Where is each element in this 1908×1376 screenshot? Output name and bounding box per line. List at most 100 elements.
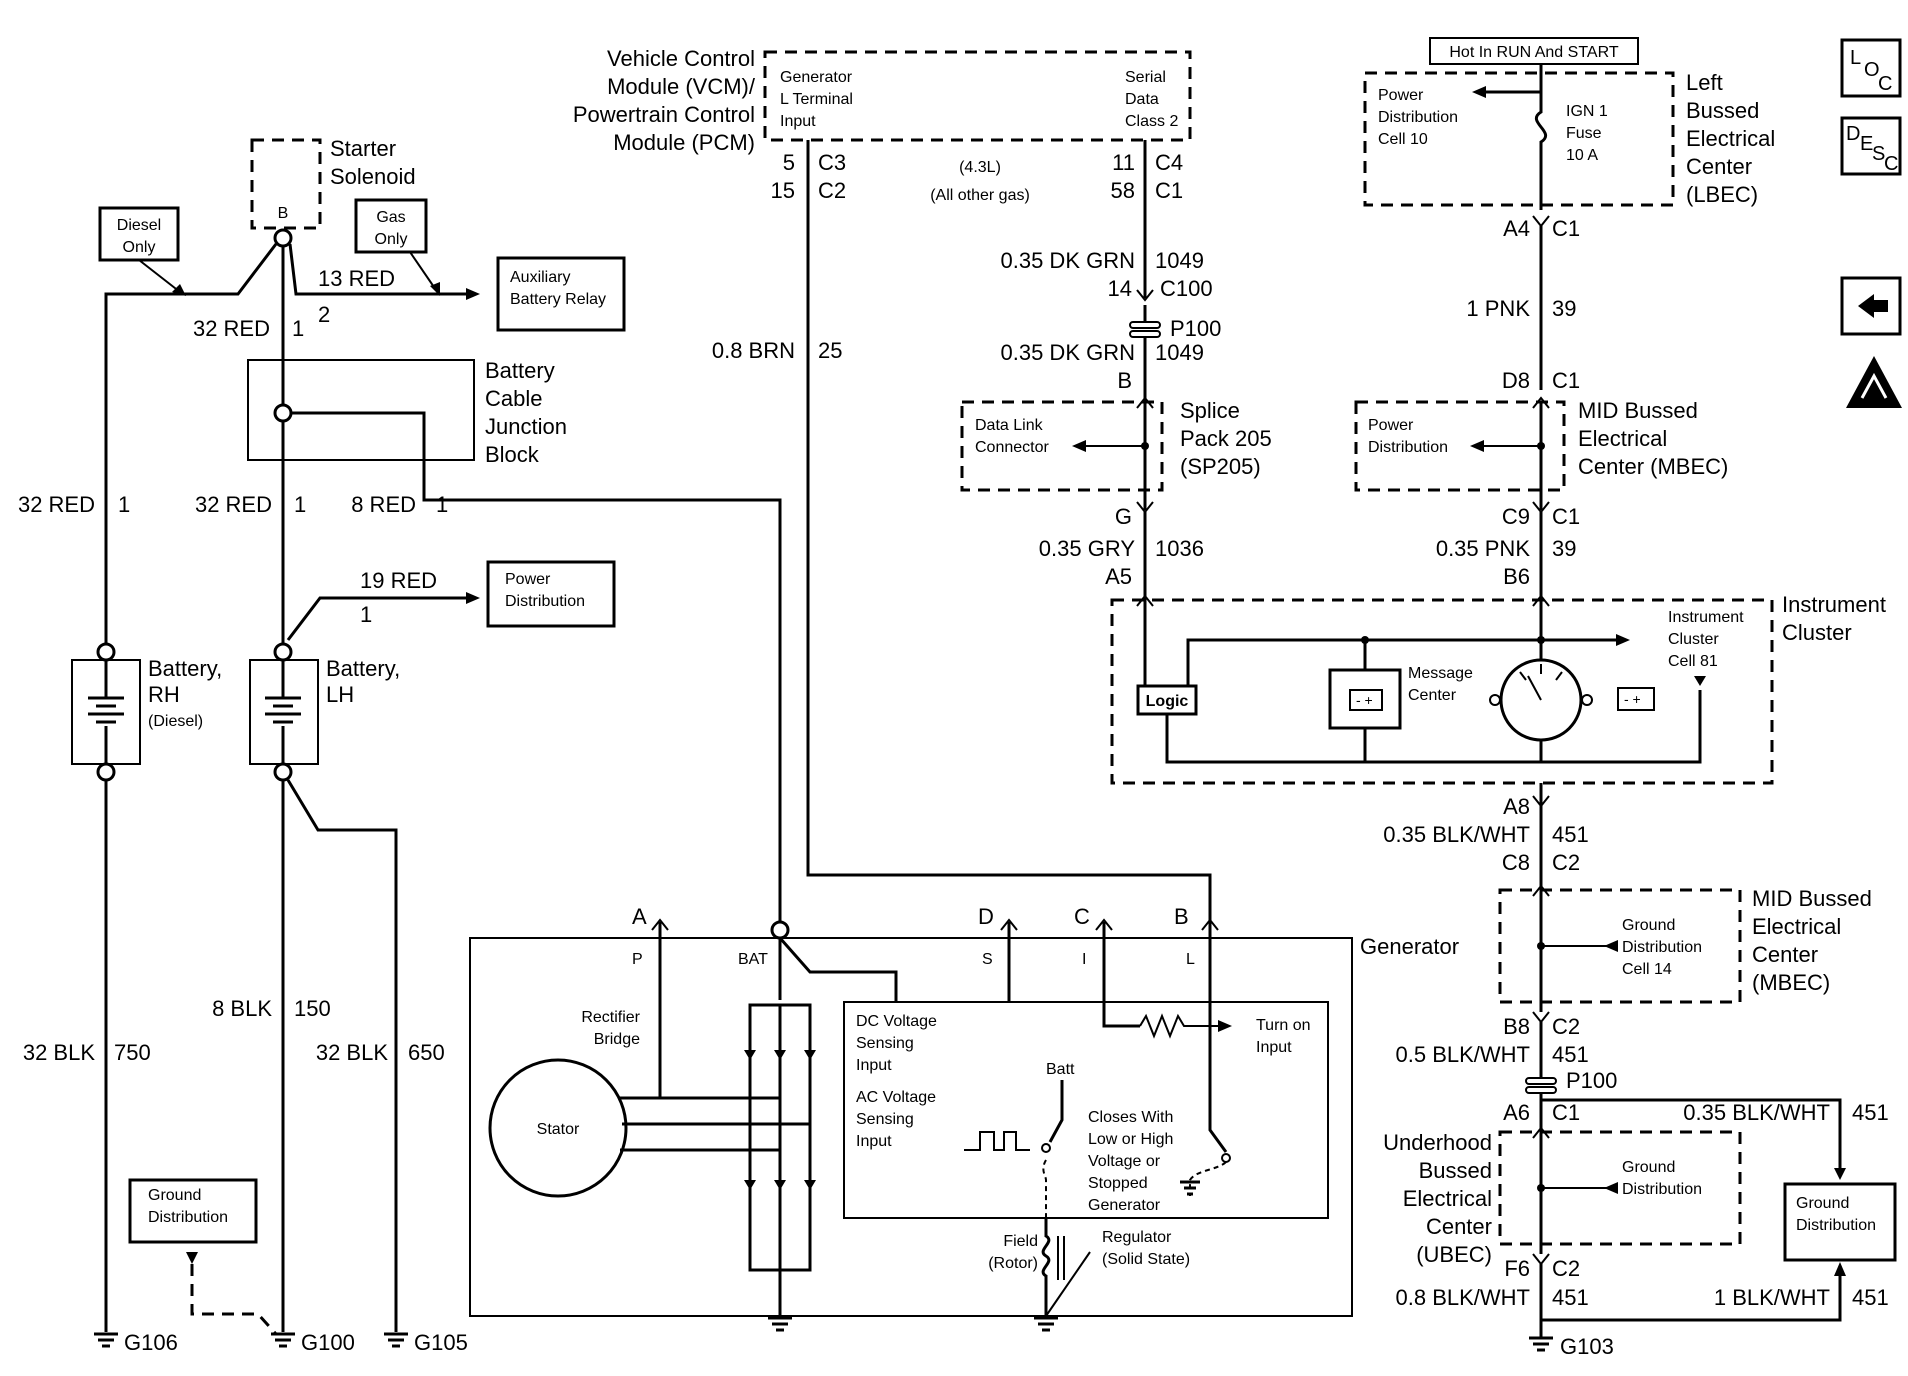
- mbec-bottom-title-3: Center: [1752, 942, 1818, 967]
- svg-text:BAT: BAT: [738, 951, 768, 968]
- generator-title: Generator: [1360, 934, 1459, 959]
- mbec-top-cell-1: Power: [1368, 417, 1414, 434]
- pcm-serial-3: Class 2: [1125, 113, 1178, 130]
- wire-aux-13red: [288, 243, 470, 296]
- power-dist-1: Power: [505, 571, 551, 588]
- jb-32red-color: 32 RED: [195, 492, 272, 517]
- batt-label: Batt: [1046, 1061, 1075, 1078]
- gas-only-box: [354, 198, 428, 254]
- svg-text:C: C: [1884, 153, 1898, 175]
- ground-g105: G105: [384, 1330, 468, 1355]
- lbec-title-3: Electrical: [1686, 126, 1775, 151]
- wire-blkwht-color-4: 0.8 BLK/WHT: [1396, 1285, 1530, 1310]
- cluster-cell-2: Cluster: [1668, 631, 1719, 648]
- gen-conn-b: B: [1174, 904, 1189, 929]
- pcm-note-other: (All other gas): [930, 187, 1030, 204]
- ground-dist-left-2: Distribution: [148, 1209, 228, 1226]
- pcm-pin-15: 15: [771, 178, 795, 203]
- svg-text:G103: G103: [1560, 1334, 1614, 1359]
- aux-relay-2: Battery Relay: [510, 291, 606, 308]
- ac-sense-1: AC Voltage: [856, 1089, 936, 1106]
- battery-lh-1: Battery,: [326, 656, 400, 681]
- power-distribution-box: [486, 560, 616, 628]
- jb-8red-color: 8 RED: [351, 492, 416, 517]
- field-2: (Rotor): [988, 1255, 1038, 1272]
- wire-blkwht-circuit-5: 451: [1852, 1285, 1889, 1310]
- d8-pin: D8: [1502, 368, 1530, 393]
- blk-750-circuit: 750: [114, 1040, 151, 1065]
- desc-icon[interactable]: D E S C: [1840, 116, 1902, 176]
- dc-sense-1: DC Voltage: [856, 1013, 937, 1030]
- closes-5: Generator: [1088, 1197, 1161, 1214]
- mbec-top: Power Distribution MID Bussed Electrical…: [1354, 396, 1728, 510]
- battery-rh: Battery, RH (Diesel): [71, 642, 222, 782]
- cluster-cell-arrow: [1694, 676, 1706, 686]
- a6-conn: C1: [1552, 1100, 1580, 1125]
- wire-brn-color: 0.8 BRN: [712, 338, 795, 363]
- pcm-conn-c4: C4: [1155, 150, 1183, 175]
- blk-650-circuit: 650: [408, 1040, 445, 1065]
- mbec-bottom-title-2: Electrical: [1752, 914, 1841, 939]
- f6-conn: C2: [1552, 1256, 1580, 1281]
- battery-rh-note: (Diesel): [148, 713, 203, 730]
- svg-text:I: I: [1082, 951, 1086, 968]
- closes-2: Low or High: [1088, 1131, 1173, 1148]
- battery-rh-2: RH: [148, 682, 180, 707]
- junction-label-1: Battery: [485, 358, 555, 383]
- wire-pnk-circuit-1: 39: [1552, 296, 1576, 321]
- mbec-bottom: Ground Distribution Cell 14 MID Bussed E…: [1498, 884, 1872, 1012]
- pcm-note-43l: (4.3L): [959, 159, 1001, 176]
- f6-arrow: [1532, 1253, 1550, 1266]
- mbec-top-cell-2: Distribution: [1368, 439, 1448, 456]
- pcm-title-2: Module (VCM)/: [607, 74, 756, 99]
- f6-pin: F6: [1504, 1256, 1530, 1281]
- gas-only-1: Gas: [376, 209, 405, 226]
- svg-text:- +: - +: [1356, 692, 1373, 708]
- aux-13red-pin: 2: [318, 302, 330, 327]
- wire-blkwht-circuit-1: 451: [1552, 822, 1589, 847]
- blk-150-color: 8 BLK: [212, 996, 272, 1021]
- cluster-cell-3: Cell 81: [1668, 653, 1718, 670]
- b8-conn: C2: [1552, 1014, 1580, 1039]
- pcm-title-1: Vehicle Control: [607, 46, 755, 71]
- ground-dist-right-2: Distribution: [1796, 1217, 1876, 1234]
- wire-dkgrn-circuit-2: 1049: [1155, 340, 1204, 365]
- p100-top-connector: [1129, 321, 1161, 338]
- ign1-fuse: [1534, 92, 1548, 210]
- lbec-title-5: (LBEC): [1686, 182, 1758, 207]
- regulator-box: [843, 1001, 1329, 1219]
- turn-on-1: Turn on: [1256, 1017, 1311, 1034]
- message-center-1: Message: [1408, 665, 1473, 682]
- back-arrow-icon[interactable]: [1840, 276, 1902, 336]
- junction-label-4: Block: [485, 442, 540, 467]
- svg-text:D: D: [1846, 123, 1860, 145]
- diesel-only-2: Only: [123, 239, 156, 256]
- lbec-title-4: Center: [1686, 154, 1752, 179]
- svg-text:B: B: [278, 205, 289, 222]
- rectifier-2: Bridge: [594, 1031, 640, 1048]
- diesel-32red-color: 32 RED: [18, 492, 95, 517]
- lbec-title-1: Left: [1686, 70, 1723, 95]
- starter-32red-pin: 1: [292, 316, 304, 341]
- wire-blkwht-circuit-2: 451: [1552, 1042, 1589, 1067]
- pcm-conn-c3: C3: [818, 150, 846, 175]
- wire-dkgrn-color-2: 0.35 DK GRN: [1001, 340, 1136, 365]
- wire-diesel-32red: [104, 243, 278, 646]
- pcm-gen-input-2: L Terminal: [780, 91, 853, 108]
- generator: Generator A P BAT D S C I B L Stator Rec…: [469, 904, 1459, 1332]
- p100-bottom-connector: [1525, 1077, 1557, 1094]
- pcm-title-4: Module (PCM): [613, 130, 755, 155]
- c100-label: C100: [1160, 276, 1213, 301]
- b8-arrow: [1532, 1011, 1550, 1024]
- b8-pin: B8: [1503, 1014, 1530, 1039]
- wire-brn-circuit: 25: [818, 338, 842, 363]
- pcm-gen-input-3: Input: [780, 113, 816, 130]
- pcm-pin-11: 11: [1112, 150, 1135, 175]
- battery-rh-1: Battery,: [148, 656, 222, 681]
- wire-dkgrn-circuit-1: 1049: [1155, 248, 1204, 273]
- connector-c100-arrow: [1136, 289, 1154, 302]
- splice-pin-g: G: [1115, 504, 1132, 529]
- instrument-cluster: Logic - + Message Center - + Instrument …: [1110, 592, 1886, 785]
- loc-icon[interactable]: L O C: [1840, 38, 1902, 98]
